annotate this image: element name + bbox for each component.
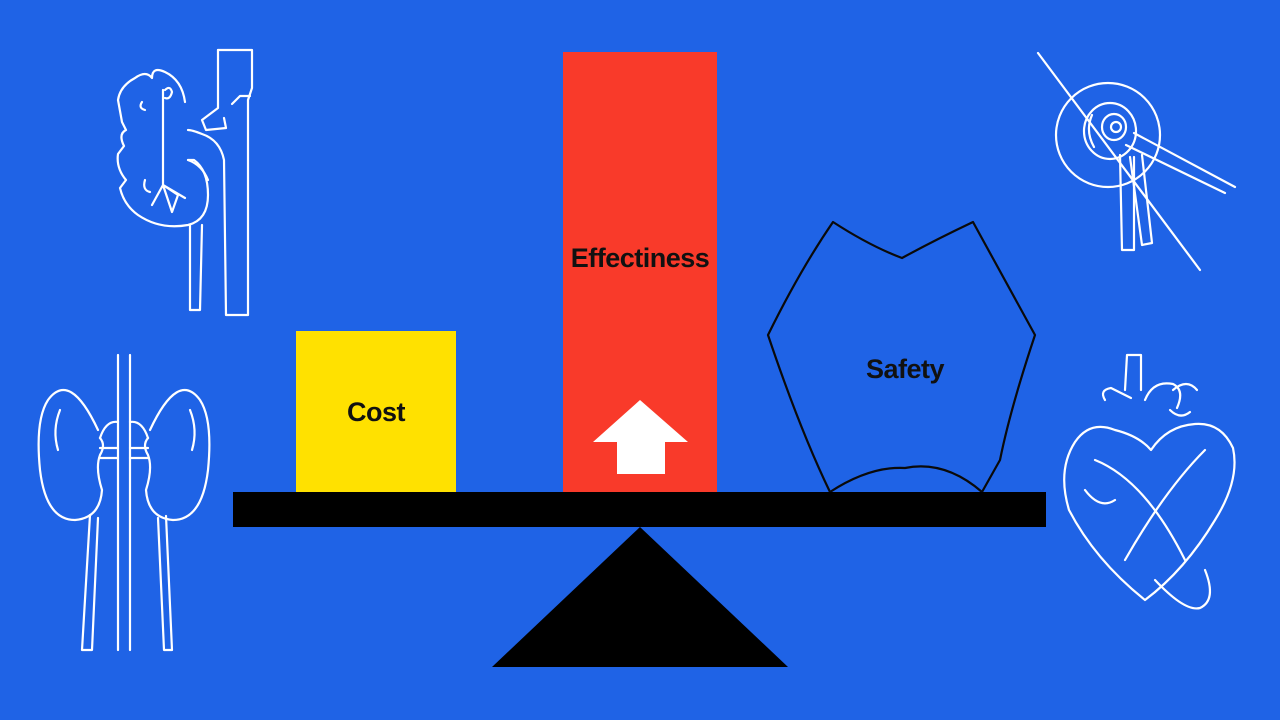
cost-block: Cost [296, 331, 456, 493]
safety-block [766, 220, 1037, 494]
effectiveness-label: Effectiness [570, 243, 710, 273]
scale-beam [233, 492, 1046, 527]
kidneys-icon [37, 353, 211, 652]
eye-cross-section-icon [1036, 51, 1237, 272]
heart-icon [1063, 353, 1236, 610]
cost-label: Cost [347, 397, 406, 427]
scale-fulcrum [492, 527, 788, 667]
kidney-and-vessels-icon [116, 48, 254, 317]
safety-label: Safety [865, 354, 945, 384]
up-arrow-icon [593, 400, 688, 474]
effectiveness-block: Effectiness [563, 52, 717, 493]
